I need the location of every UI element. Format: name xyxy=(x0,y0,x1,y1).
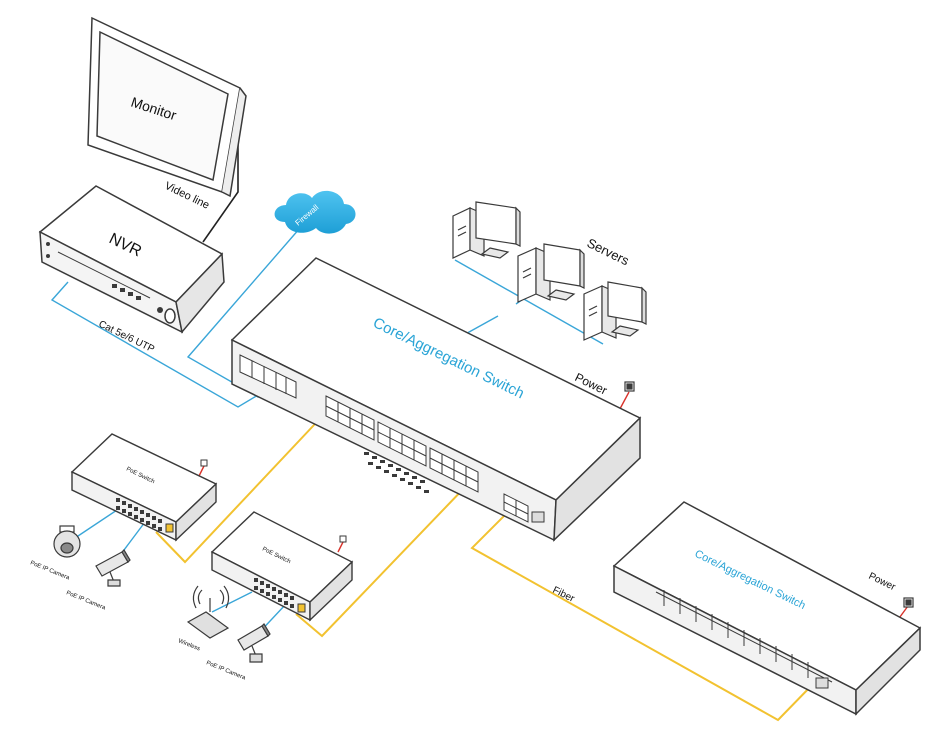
cable-servers-to-core xyxy=(454,259,604,345)
nvr-device xyxy=(38,185,225,334)
monitor-device xyxy=(87,16,247,198)
core-second-ports xyxy=(655,590,833,689)
poe1-ports xyxy=(116,498,162,531)
cable-camera1-to-poe1 xyxy=(71,507,121,541)
core-main-port-block-left xyxy=(239,354,297,399)
power-outlet-second xyxy=(903,597,914,608)
nvr-buttons xyxy=(46,242,163,313)
poe-camera-1-label: PoE IP Camera xyxy=(29,560,70,581)
poe-camera-2-label: PoE IP Camera xyxy=(65,590,106,611)
fiber-poe1-to-core xyxy=(155,407,331,564)
wireless-ap-icon xyxy=(186,585,230,639)
server-1 xyxy=(452,201,521,259)
fiber-label: Fiber xyxy=(551,585,577,605)
poe-camera-3-label: PoE IP Camera xyxy=(205,660,246,681)
core-switch-main xyxy=(230,257,642,542)
poe-switch-2 xyxy=(210,511,354,622)
cat-cable-label: Cat 5e/6 UTP xyxy=(97,319,157,356)
core-switch-second xyxy=(612,501,922,716)
poe-switch-1 xyxy=(70,433,218,542)
fiber-poe2-to-core xyxy=(295,483,469,638)
power-second-label: Power xyxy=(867,571,898,594)
power-outlet-poe1 xyxy=(200,459,208,467)
server-3 xyxy=(583,281,647,341)
core-main-port-block-1 xyxy=(325,395,375,441)
cable-nvr-to-core xyxy=(50,281,259,408)
fiber-core-to-second-core xyxy=(470,507,816,722)
core-main-uplink-ports xyxy=(503,493,545,523)
server-2 xyxy=(517,243,585,303)
dome-camera-icon xyxy=(53,525,81,558)
bullet-camera-icon-2 xyxy=(237,623,271,663)
poe2-ports xyxy=(254,578,294,608)
core-main-vents xyxy=(364,452,429,493)
cable-wireless-to-poe2 xyxy=(211,591,253,613)
fiber-cables xyxy=(155,407,816,722)
bullet-camera-icon-1 xyxy=(95,549,131,587)
wireless-label: Wireless xyxy=(177,638,201,652)
power-cable-poe2 xyxy=(337,541,344,553)
core-main-port-block-3 xyxy=(429,447,479,493)
firewall-cloud xyxy=(274,190,356,234)
power-outlet-poe2 xyxy=(339,535,347,543)
power-outlet-main xyxy=(624,381,635,392)
servers-label: Servers xyxy=(585,235,632,268)
core-main-port-block-2 xyxy=(377,421,427,467)
